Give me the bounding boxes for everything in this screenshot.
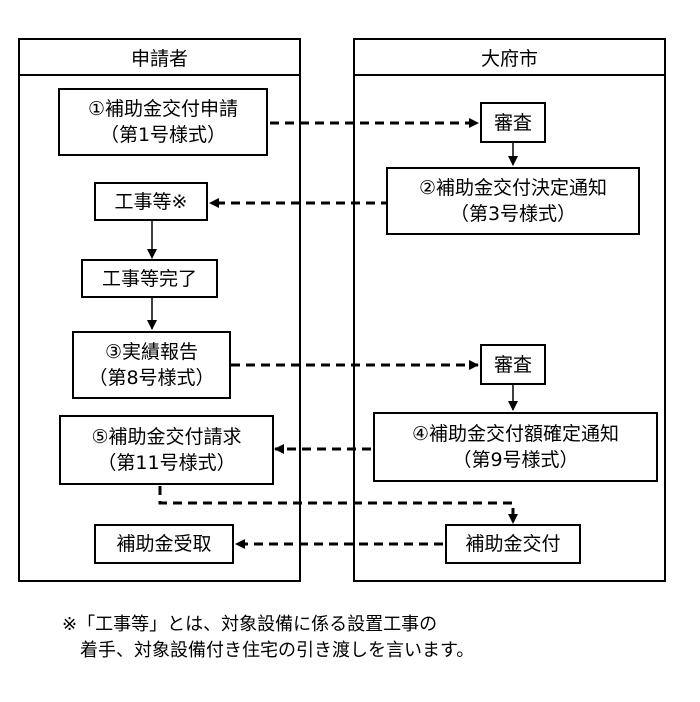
applicant-lane-header: 申請者: [20, 40, 299, 76]
decision-form: （第3号様式）: [449, 203, 577, 225]
claim-box: ⑤補助金交付請求 （第11号様式）: [59, 415, 274, 485]
decision-box: ②補助金交付決定通知 （第3号様式）: [386, 167, 640, 235]
works-box: 工事等※: [94, 182, 208, 221]
report-form: （第8号様式）: [88, 367, 215, 389]
review-box-1: 審査: [480, 102, 546, 143]
footnote-line-2: 着手、対象設備付き住宅の引き渡しを言います。: [80, 640, 475, 661]
report-title: ③実績報告: [104, 341, 199, 363]
arrow-claim-to-payment: [158, 486, 518, 524]
claim-form: （第11号様式）: [97, 452, 236, 474]
review-label-1: 審査: [493, 111, 532, 134]
claim-title: ⑤補助金交付請求: [91, 426, 242, 448]
works-done-box: 工事等完了: [81, 259, 218, 298]
amount-form: （第9号様式）: [452, 449, 579, 471]
receipt-label: 補助金受取: [116, 533, 212, 555]
payment-label: 補助金交付: [465, 533, 561, 555]
apply-box: ①補助金交付申請 （第1号様式）: [58, 88, 268, 156]
receipt-box: 補助金受取: [94, 524, 234, 564]
city-lane: 大府市: [353, 38, 666, 582]
works-label: 工事等※: [114, 190, 188, 213]
decision-title: ②補助金交付決定通知: [418, 177, 608, 199]
city-lane-header: 大府市: [355, 40, 664, 76]
apply-form: （第1号様式）: [99, 124, 227, 146]
review-box-2: 審査: [480, 344, 546, 385]
report-box: ③実績報告 （第8号様式）: [72, 331, 231, 399]
amount-box: ④補助金交付額確定通知 （第9号様式）: [373, 412, 658, 482]
review-label-2: 審査: [493, 353, 532, 376]
amount-title: ④補助金交付額確定通知: [411, 423, 620, 445]
works-done-label: 工事等完了: [101, 267, 197, 290]
footnote: ※「工事等」とは、対象設備に係る設置工事の 着手、対象設備付き住宅の引き渡しを言…: [62, 612, 474, 664]
apply-title: ①補助金交付申請: [87, 98, 239, 120]
applicant-lane: 申請者: [18, 38, 301, 582]
payment-box: 補助金交付: [445, 524, 581, 564]
footnote-line-1: ※「工事等」とは、対象設備に係る設置工事の: [62, 614, 438, 635]
